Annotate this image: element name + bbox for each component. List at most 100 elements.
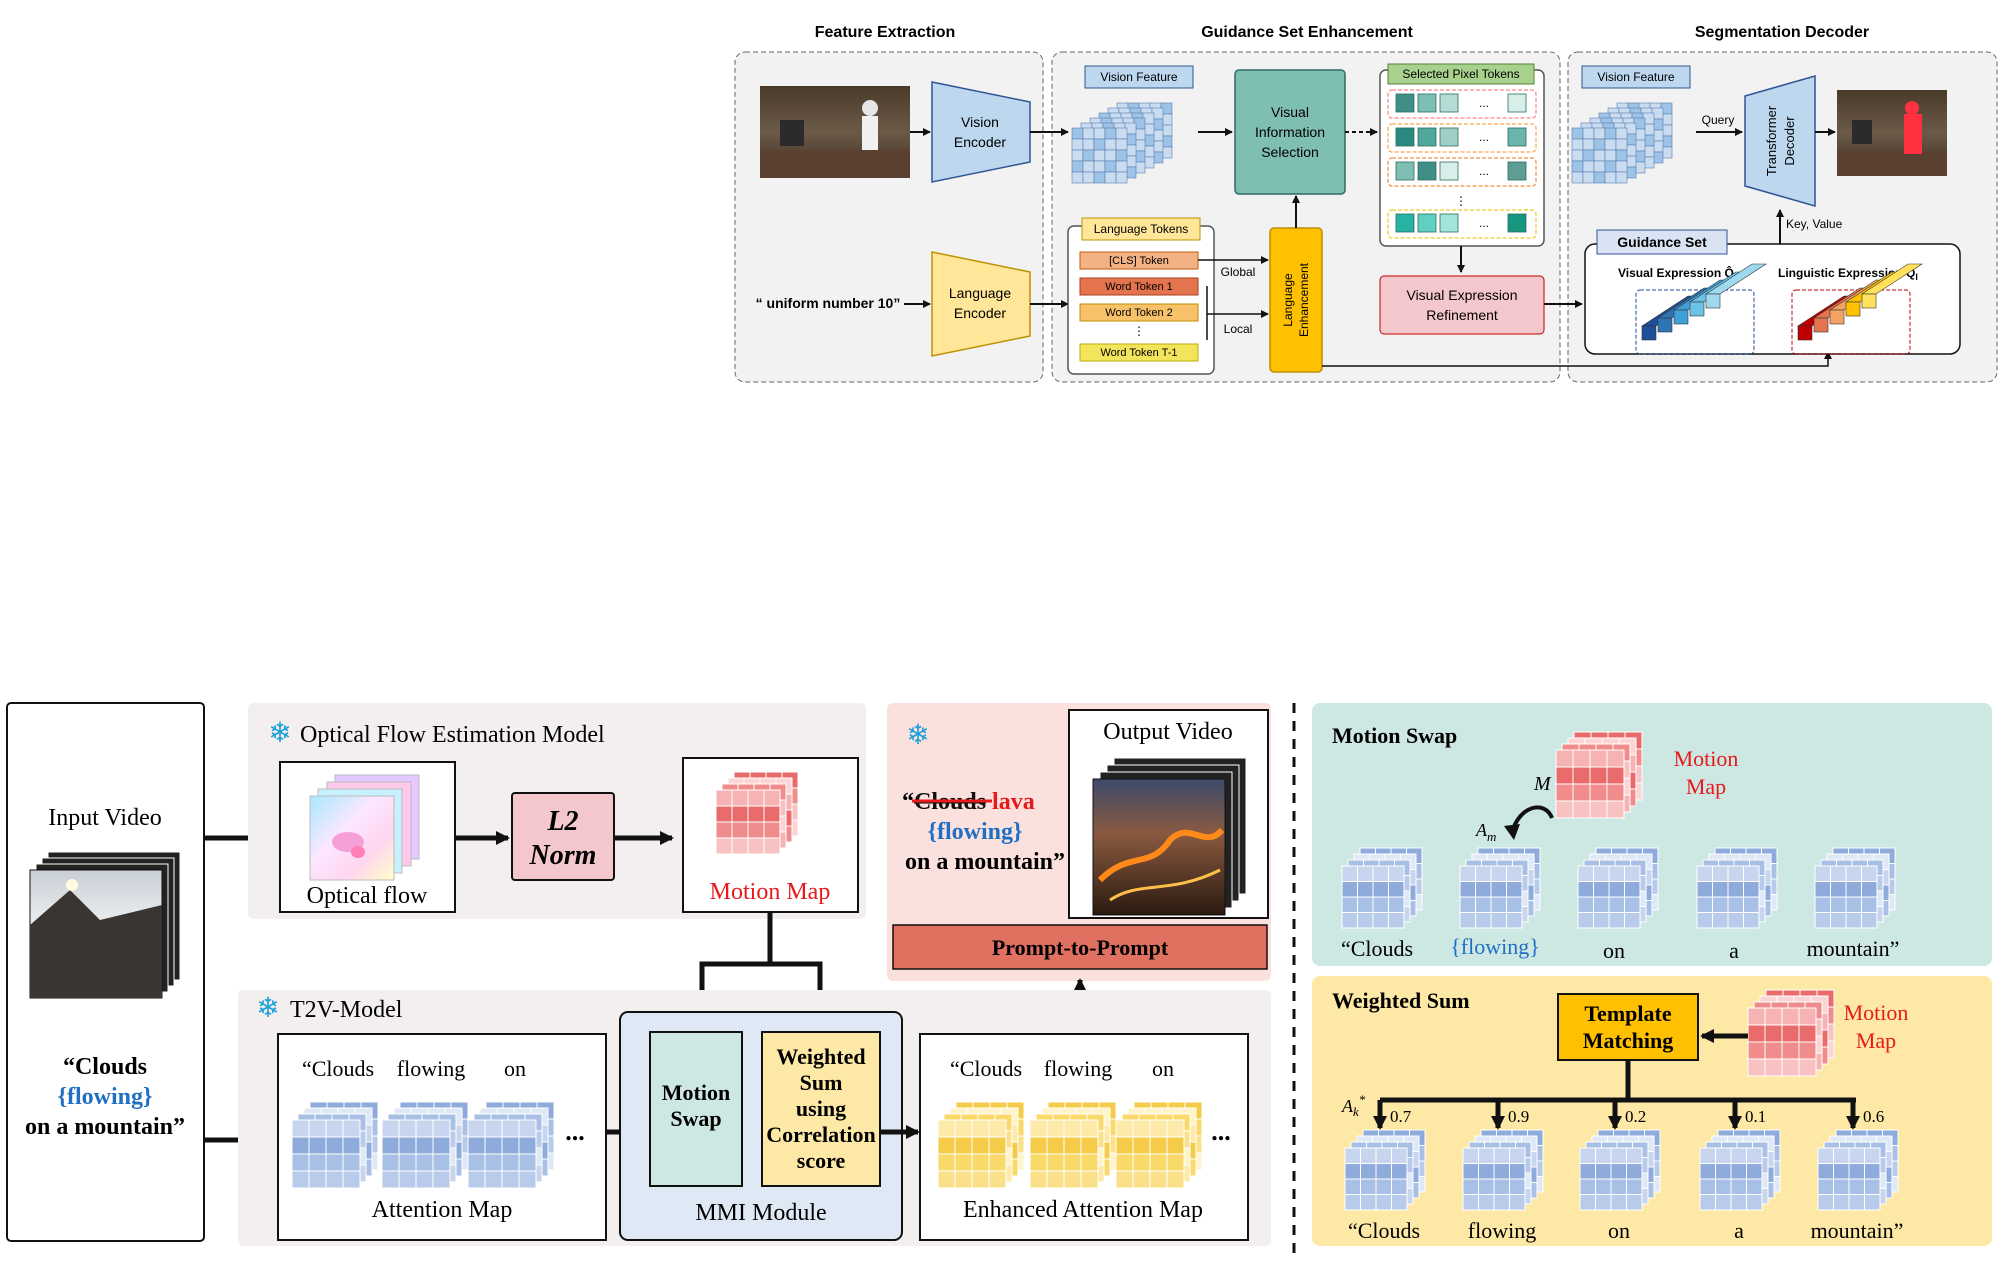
weighted-grid-2 [1579,1129,1661,1211]
swap-am-label: Am [1475,820,1496,844]
weighted-word-4: mountain” [1811,1218,1904,1243]
motion-map-stack [715,771,799,855]
optical-flow-label: Optical flow [307,883,428,909]
token-word-last [1079,343,1199,362]
attention-ellipsis: ... [565,1117,585,1146]
transformer-decoder-label-2: Decoder [1782,116,1797,166]
swap-grid-3 [1696,847,1778,929]
output-prompt-line-2: {flowing} [928,819,1023,845]
pixel-token-rows: ............ [1387,89,1537,239]
attention-grids [291,1101,555,1189]
swap-curved-arrow-head [1504,824,1520,840]
refinement-label-1: Visual Expression [1406,287,1517,303]
arrow-enhancement-to-guidance [1322,351,1832,367]
query-label: Query [1702,113,1735,127]
selected-pixel-tokens-label: Selected Pixel Tokens [1402,67,1519,81]
input-prompt-line-2: {flowing} [58,1084,153,1110]
language-enhancement-label-2: Enhancement [1297,262,1311,337]
enhanced-grids [937,1101,1203,1189]
visual-info-selection-label-2: Information [1255,124,1325,140]
swap-motion-stack [1555,731,1643,819]
token-list: [CLS] Token Word Token 1 Word Token 2 ⋮ … [1079,251,1199,362]
weighted-sum-box [761,1031,881,1187]
weighted-grid-1 [1462,1129,1544,1211]
language-enhancement [1269,227,1323,373]
pixel-token-ellipsis-3: ... [1479,216,1489,230]
input-video-title: Input Video [48,805,161,831]
weighted-motion-map-label-1: Motion [1844,1000,1909,1025]
t2v-snowflake-icon: ❄ [256,992,279,1023]
swap-word-2: {flowing} [1450,934,1540,959]
linguistic-expression-bars [1791,263,1924,355]
vision-encoder-label-1: Vision [961,114,999,130]
input-photo [760,86,910,178]
guidance-set-label: Guidance Set [1617,234,1707,250]
pixel-token-vdots: ⋮ [1455,194,1467,208]
vision-feature-tag-label: Vision Feature [1100,70,1177,84]
flow-snowflake-icon: ❄ [268,717,291,748]
enhanced-word-2: flowing [1044,1056,1112,1081]
enhanced-word-3: on [1152,1056,1174,1081]
weighted-sum-label-3: using [796,1096,846,1121]
token-cls-label: [CLS] Token [1109,255,1169,267]
transformer-decoder [1744,75,1816,207]
swap-word-3: on [1603,938,1625,963]
input-video-frames [29,851,181,999]
vision-feature-tag-2-label: Vision Feature [1597,70,1674,84]
token-vdots: ⋮ [1133,324,1145,338]
mmi-module-label: MMI Module [695,1200,826,1226]
output-video-title: Output Video [1103,719,1232,745]
refinement-label-2: Refinement [1426,307,1498,323]
vision-feature-cube-2 [1571,102,1673,184]
swap-word-5: mountain” [1807,936,1900,961]
language-enhancement-label-1: Language [1281,273,1295,327]
weighted-word-grids [1344,1129,1899,1211]
token-word-last-label: Word Token T-1 [1100,347,1177,359]
pixel-token-row-1 [1387,123,1537,153]
swap-motion-map-grid [1555,731,1643,819]
swap-motion-map-label-1: Motion [1674,746,1739,771]
input-prompt-line-1: “Clouds [63,1054,147,1080]
weighted-motion-stack [1747,989,1835,1077]
motion-map-grid [715,771,799,855]
swap-m-label: M [1533,773,1552,795]
t2v-model-title: T2V-Model [290,997,403,1023]
swap-word-1: “Clouds [1341,936,1413,961]
output-video-frames [1092,757,1247,916]
weighted-sum-label-5: score [797,1148,846,1173]
weighted-grid-3 [1699,1129,1781,1211]
swap-grid-2 [1577,847,1659,929]
visual-expression-bars [1635,263,1768,355]
weighted-sum-label-2: Sum [800,1070,843,1095]
motion-swap-box [649,1031,743,1187]
weighted-score-1: 0.9 [1508,1107,1529,1126]
optical-flow-frames [309,774,420,881]
pixel-token-row-3 [1387,209,1537,239]
weighted-score-4: 0.6 [1863,1107,1884,1126]
pixel-token-row-0 [1387,89,1537,119]
pixel-token-ellipsis-1: ... [1479,130,1489,144]
swap-grid-4 [1814,847,1896,929]
output-photo [1837,90,1947,176]
weighted-word-3: a [1734,1218,1744,1243]
weighted-sum-panel-title: Weighted Sum [1332,988,1470,1013]
token-word-2-label: Word Token 2 [1105,307,1172,319]
token-word-1-label: Word Token 1 [1105,281,1172,293]
weighted-word-0: “Clouds [1348,1218,1420,1243]
vision-encoder [931,81,1031,183]
section-title-guidance-enhancement: Guidance Set Enhancement [1201,24,1413,41]
attention-grid-1 [381,1101,469,1189]
vision-feature-tag-2 [1581,65,1691,89]
language-tokens-tag [1081,217,1201,241]
language-encoder [931,251,1031,357]
enhanced-grid-0 [937,1101,1025,1189]
token-word-2 [1079,303,1199,322]
enhanced-grid-2 [1115,1101,1203,1189]
attention-map-label: Attention Map [372,1197,513,1223]
weighted-score-3: 0.1 [1745,1107,1766,1126]
motion-map-label: Motion Map [710,879,831,905]
language-encoder-label-1: Language [949,285,1012,301]
transformer-decoder-label-1: Transformer [1764,105,1779,176]
output-prompt-line-3: on a mountain” [905,849,1065,875]
